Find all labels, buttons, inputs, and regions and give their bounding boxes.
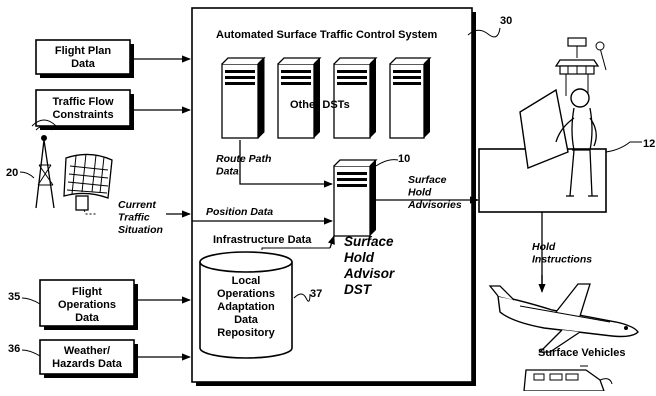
weather-label: Weather/Hazards Data (52, 345, 123, 370)
radar-ref-leader (19, 171, 35, 179)
repository-ref: 37 (310, 288, 322, 300)
infrastructure-label: Infrastructure Data (213, 234, 312, 246)
text-line: Data (75, 312, 100, 324)
server-rack-2 (277, 57, 322, 139)
flight-ops-box (39, 279, 138, 330)
radar-ref: 20 (6, 167, 18, 179)
repository-cylinder (199, 251, 293, 359)
text-line: Local (232, 275, 261, 287)
text-line: Hazards Data (52, 358, 123, 370)
text-line: Hold (532, 241, 556, 253)
advisor-ref-leader (375, 159, 399, 167)
text-line: Hold (408, 186, 432, 198)
server-rack-1 (221, 56, 266, 139)
text-line: Operations (58, 299, 116, 311)
text-line: Repository (217, 327, 275, 339)
antenna-array-icon (63, 153, 113, 211)
control-tower-icon (554, 37, 607, 96)
surface-vehicles-label: Surface Vehicles (538, 347, 625, 359)
infrastructure-arrow (327, 235, 335, 249)
radar-dashes (83, 209, 96, 215)
route-path-arrow (239, 140, 333, 188)
text-line: Surface (344, 234, 394, 249)
tower-ref: 12 (643, 138, 655, 150)
server-rack-3 (333, 57, 378, 139)
text-line: DST (344, 282, 373, 297)
text-line: Instructions (532, 253, 592, 265)
advisor-ref: 10 (398, 153, 410, 165)
weather-ref-leader (21, 349, 41, 357)
weather-box (39, 339, 138, 378)
text-line: Flight (72, 286, 102, 298)
text-line: Current (118, 199, 156, 211)
text-line: Route Path (216, 153, 271, 165)
system-title: Automated Surface Traffic Control System (216, 29, 437, 41)
text-line: Advisories (407, 199, 462, 211)
flight-plan-box (35, 39, 134, 78)
text-line: Operations (217, 288, 275, 300)
text-line: Adaptation (217, 301, 275, 313)
text-line: Flight Plan (55, 45, 112, 57)
text-line: Surface (408, 174, 447, 186)
text-line: Traffic Flow (52, 96, 114, 108)
system-ref-leader (467, 27, 501, 38)
system-ref: 30 (500, 15, 512, 27)
tower-ref-leader (605, 141, 642, 153)
flight-ops-ref: 35 (8, 291, 20, 303)
traffic-flow-box (35, 89, 134, 130)
text-line: Constraints (52, 109, 113, 121)
surface-vehicle-icon (523, 365, 613, 392)
text-line: Data (71, 58, 96, 70)
controller-person-icon (519, 88, 598, 197)
radar-tower-icon (31, 119, 57, 209)
text-line: Weather/ (64, 345, 110, 357)
other-dsts-label: Other DSTs (290, 99, 350, 111)
text-line: Data (216, 165, 239, 177)
text-line: Situation (118, 224, 163, 236)
text-line: Advisor (343, 266, 395, 281)
airplane-icon (488, 283, 639, 353)
repository-ref-leader (293, 293, 311, 302)
weather-ref: 36 (8, 343, 20, 355)
text-line: Traffic (118, 211, 150, 223)
text-line: Data (234, 314, 259, 326)
position-data-label: Position Data (206, 206, 273, 218)
server-rack-4 (389, 57, 432, 139)
infrastructure-line (261, 247, 330, 250)
flight-ops-ref-leader (21, 297, 41, 305)
text-line: Hold (344, 250, 375, 265)
advisor-server-icon (333, 159, 378, 237)
